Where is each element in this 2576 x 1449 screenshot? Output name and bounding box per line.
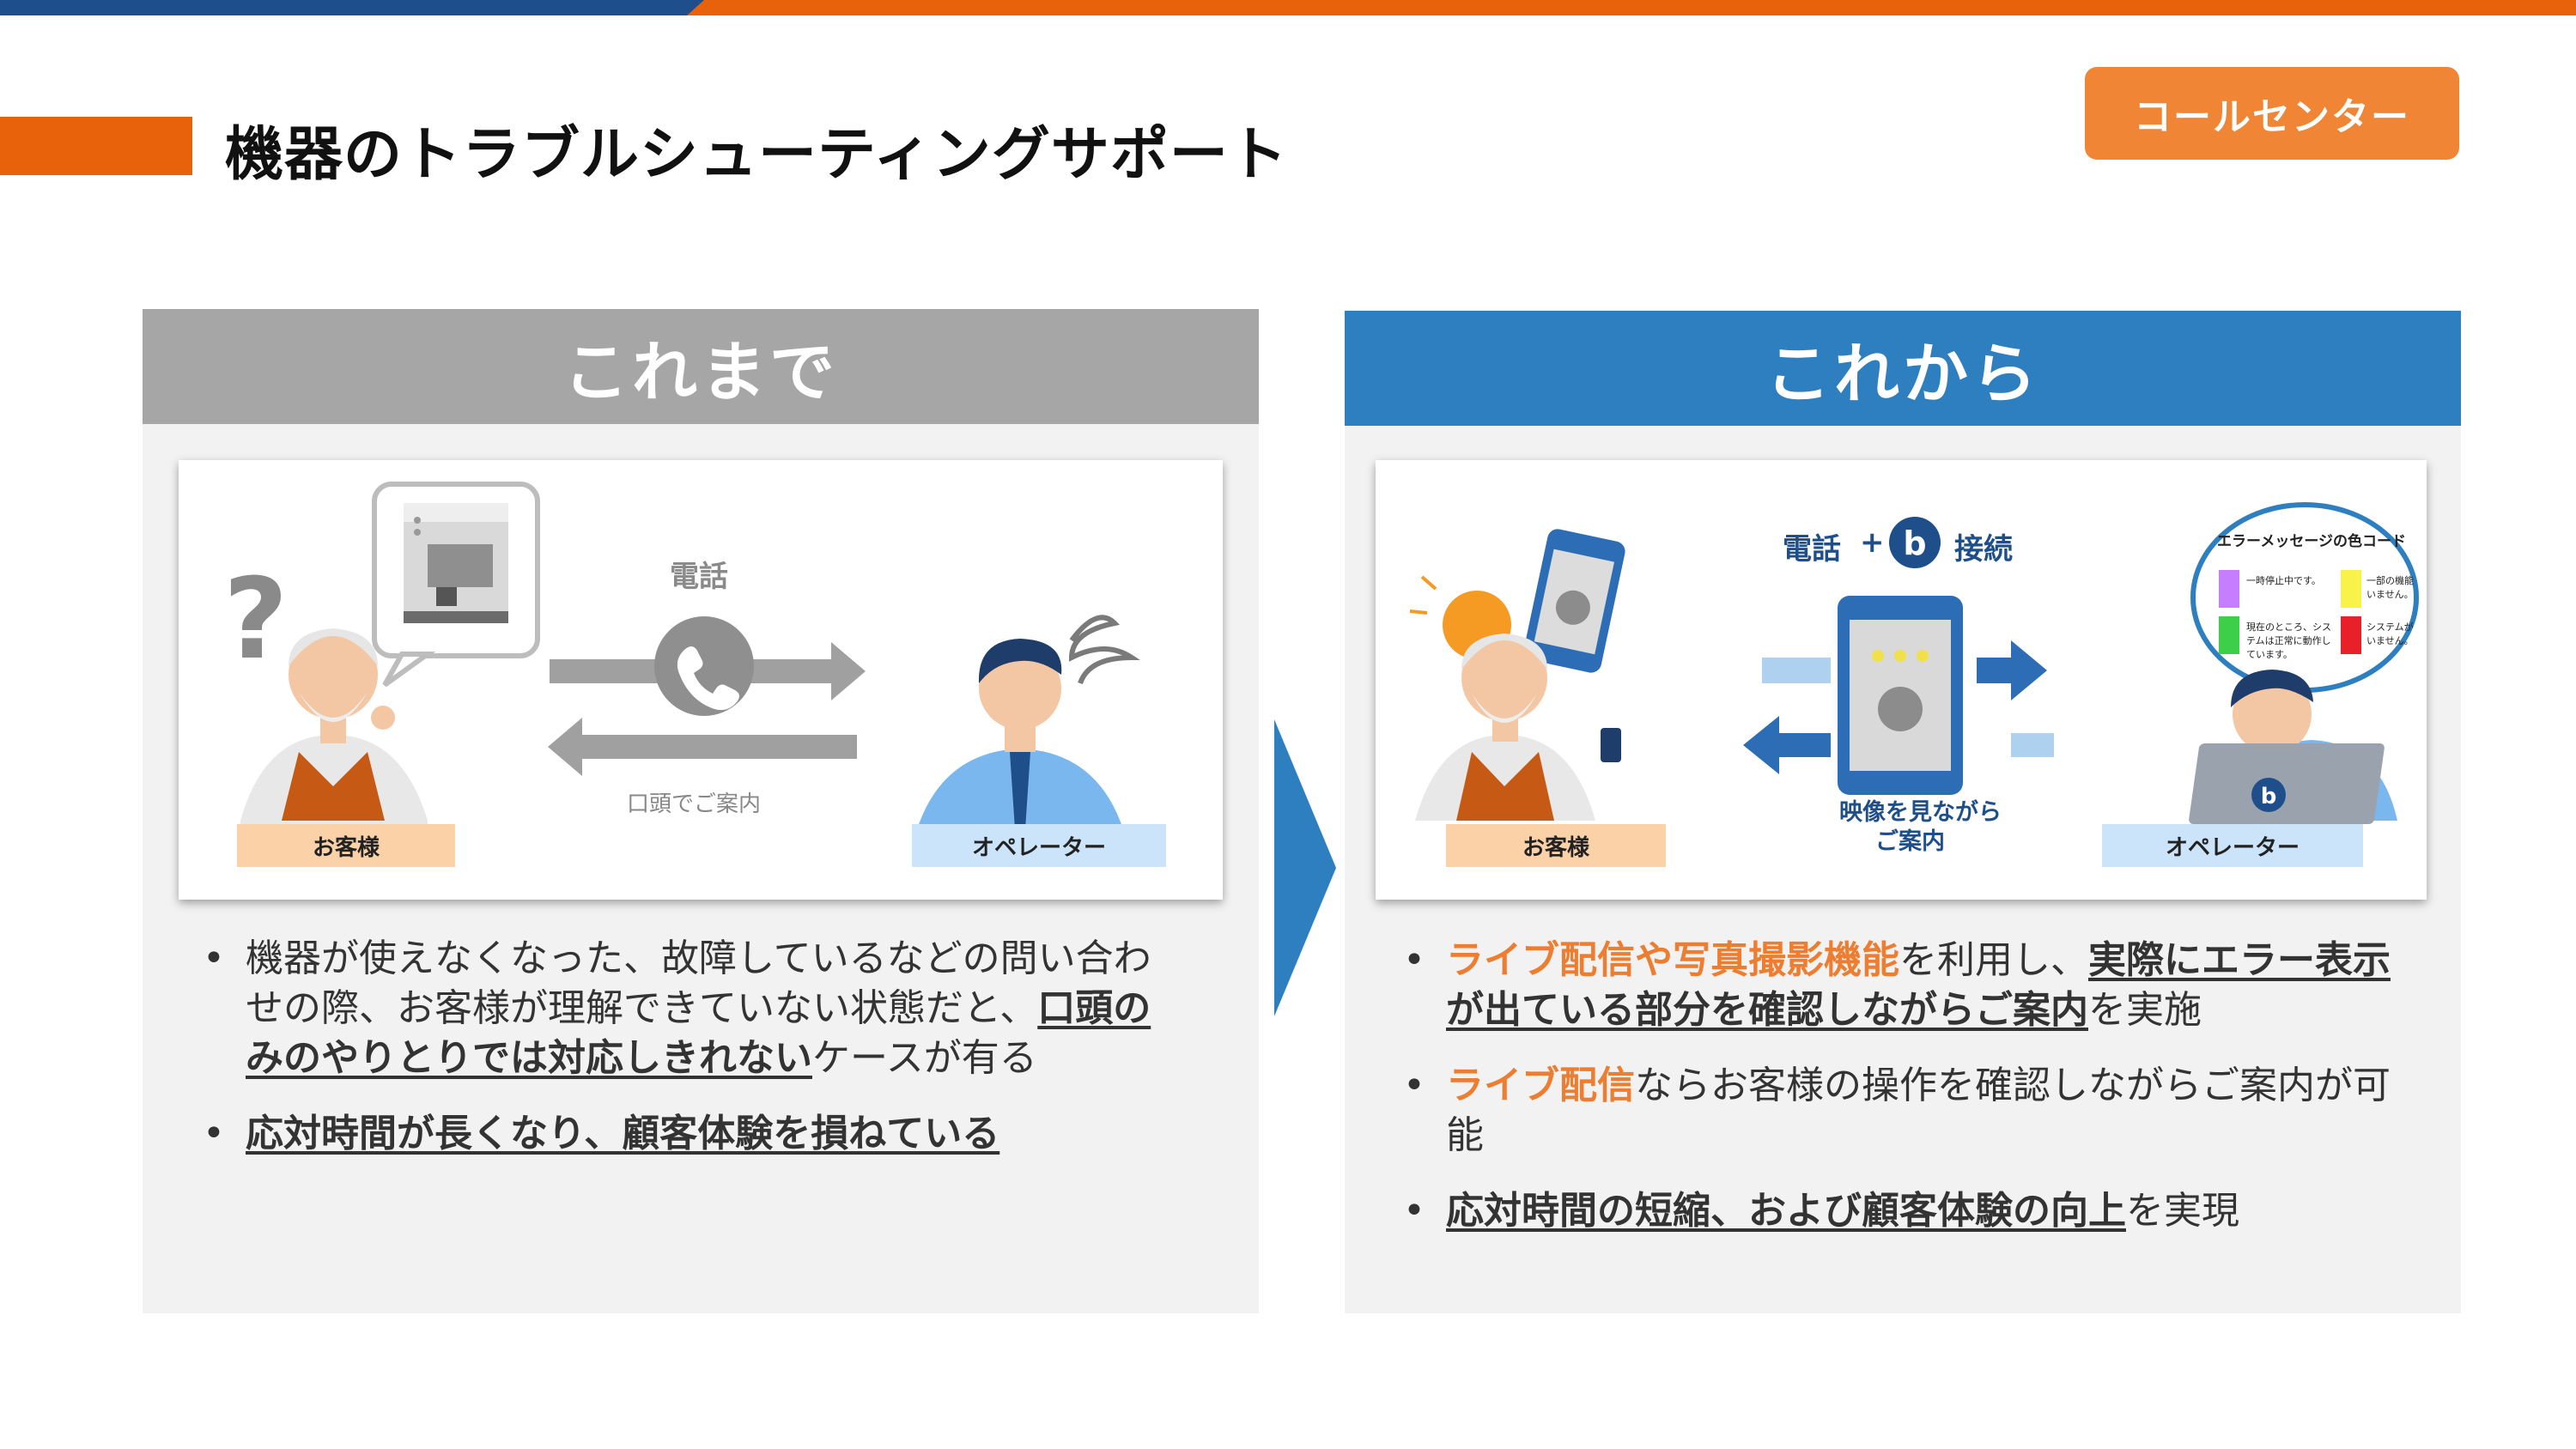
after-bullet-1: ライブ配信や写真撮影機能を利用し、実際にエラー表示が出ている部分を確認しながらご…	[1394, 936, 2408, 1035]
bubble-title: エラーメッセージの色コード	[2217, 533, 2406, 550]
connect-label: 接続	[1954, 532, 2013, 567]
coffee-machine-icon	[404, 503, 508, 623]
connect-plus-label: +	[1860, 525, 1885, 560]
video-guidance-label-2: ご案内	[1875, 828, 1945, 855]
before-illustration-graphic: ?	[223, 482, 1140, 829]
page-title: 機器のトラブルシューティングサポート	[225, 121, 1288, 189]
connect-phone-label: 電話	[1783, 532, 1841, 567]
after-bullet-3: 応対時間の短縮、および顧客体験の向上を実現	[1394, 1186, 2408, 1236]
customer-label: お客様	[1446, 824, 1666, 867]
question-mark-icon: ?	[223, 554, 288, 684]
code-swatch-purple	[2219, 570, 2239, 608]
before-panel: これまで ?	[143, 309, 1259, 1313]
video-guidance-label-1: 映像を見ながら	[1839, 799, 2002, 826]
after-bullet-2: ライブ配信ならお客様の操作を確認しながらご案内が可能	[1394, 1061, 2408, 1161]
phone-label: 電話	[670, 560, 728, 594]
code-text-yellow: 一部の機能いません。	[2366, 575, 2414, 600]
operator-icon	[917, 639, 1123, 829]
after-illustration: b b 電話 + 接続 映像を見ながら ご案内 エラーメッセージの色	[1376, 460, 2427, 900]
laptop-b-logo-icon: b	[2251, 778, 2286, 812]
before-bullet-1: 機器が使えなくなった、故障しているなどの問い合わせの際、お客様が理解できていない…	[194, 934, 1182, 1083]
before-heading: これまで	[143, 309, 1259, 424]
after-panel: これから	[1345, 311, 2461, 1313]
data-transfer-arrows-icon	[1743, 640, 2054, 774]
top-bar-orange	[687, 0, 2576, 15]
title-accent-bar	[0, 117, 192, 175]
customer-icon	[1415, 634, 1621, 821]
code-swatch-green	[2219, 616, 2239, 654]
customer-icon	[240, 628, 428, 829]
code-text-green: 現在のところ、システムは正常に動作しています。	[2246, 621, 2331, 660]
code-swatch-yellow	[2341, 570, 2361, 608]
phone-call-arrows-icon	[548, 616, 866, 776]
verbal-guidance-label: 口頭でご案内	[627, 791, 762, 817]
operator-label: オペレーター	[912, 824, 1166, 867]
code-text-red: システムがいません。	[2366, 621, 2414, 646]
call-center-tag: コールセンター	[2085, 67, 2459, 160]
smartphone-icon	[1523, 529, 1625, 673]
operator-icon	[2189, 670, 2397, 824]
before-bullet-2: 応対時間が長くなり、顧客体験を損ねている	[194, 1109, 1182, 1159]
top-bar-blue	[0, 0, 704, 15]
after-heading: これから	[1345, 311, 2461, 426]
code-text-purple: 一時停止中です。	[2246, 575, 2321, 586]
transition-arrow-icon	[1274, 719, 1336, 1016]
before-bullet-list: 機器が使えなくなった、故障しているなどの問い合わせの際、お客様が理解できていない…	[194, 934, 1182, 1185]
b-logo-icon: b	[1889, 517, 1941, 568]
operator-label: オペレーター	[2102, 824, 2363, 867]
after-bullet-list: ライブ配信や写真撮影機能を利用し、実際にエラー表示が出ている部分を確認しながらご…	[1394, 936, 2408, 1262]
tablet-video-icon	[1838, 596, 1963, 795]
confused-scribble-icon	[1068, 615, 1140, 685]
svg-text:b: b	[2261, 784, 2277, 809]
code-swatch-red	[2341, 616, 2361, 654]
svg-text:b: b	[1903, 524, 1926, 562]
before-illustration: ?	[179, 460, 1223, 900]
customer-label: お客様	[237, 824, 455, 867]
